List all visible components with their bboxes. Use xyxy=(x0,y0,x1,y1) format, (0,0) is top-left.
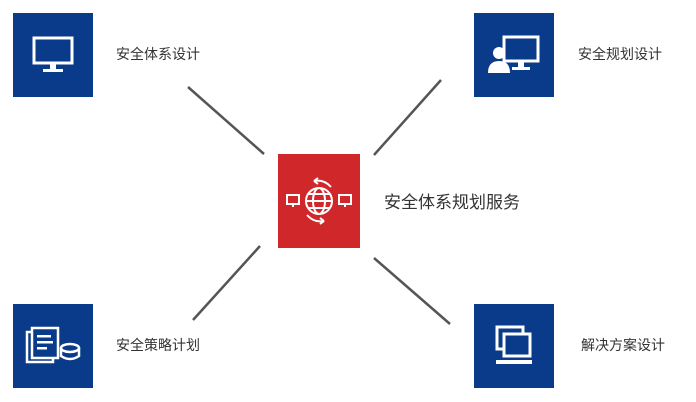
node-solution-design xyxy=(474,304,554,388)
document-disk-icon xyxy=(25,326,81,364)
globe-network-icon xyxy=(286,177,352,225)
center-node xyxy=(278,154,360,248)
node-security-planning-design xyxy=(474,13,554,97)
node-label: 安全体系设计 xyxy=(116,47,200,63)
node-label: 安全规划设计 xyxy=(578,47,662,63)
monitor-icon xyxy=(32,36,74,72)
center-label: 安全体系规划服务 xyxy=(384,193,520,213)
node-label: 解决方案设计 xyxy=(581,338,665,354)
user-monitor-icon xyxy=(488,35,540,73)
node-label: 安全策略计划 xyxy=(116,338,200,354)
node-security-system-design xyxy=(13,13,93,97)
node-security-policy-plan xyxy=(13,304,93,388)
computer-icon xyxy=(495,325,532,364)
